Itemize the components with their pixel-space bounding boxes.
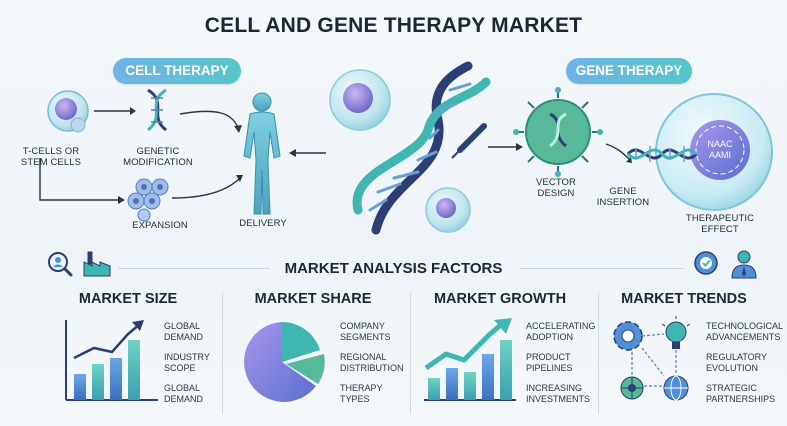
market-size-item-3: GLOBAL DEMAND — [164, 383, 204, 404]
insertion-label: GENE INSERTION — [596, 186, 650, 208]
market-share-title: MARKET SHARE — [254, 291, 372, 307]
syringe-icon — [451, 123, 487, 159]
market-share-item-3: THERAPY TYPES — [340, 383, 383, 404]
gene-therapy-flow — [513, 87, 773, 211]
factors-title: MARKET ANALYSIS FACTORS — [284, 260, 503, 277]
delivery-label: DELIVERY — [239, 218, 287, 229]
dna-icon — [146, 88, 168, 132]
page-title: CELL AND GENE THERAPY MARKET — [204, 14, 583, 37]
separator-3 — [598, 292, 599, 414]
cells-label: T-CELLS OR STEM CELLS — [20, 146, 82, 168]
separator-1 — [222, 292, 223, 414]
trends-icon-group — [613, 316, 691, 401]
pie-chart-icon — [244, 322, 325, 402]
header-right-icons — [694, 250, 757, 279]
gear-check-icon — [694, 251, 718, 275]
market-growth-title: MARKET GROWTH — [433, 291, 567, 307]
market-share-item-1: COMPANY SEGMENTS — [340, 321, 391, 342]
businessperson-icon — [731, 250, 757, 279]
virus-vector-icon — [513, 87, 603, 177]
dna-helix-icon — [626, 146, 698, 162]
gear-icon — [613, 321, 643, 351]
dna-helix-icon — [352, 61, 491, 235]
cell-therapy-flow — [39, 88, 326, 222]
cell-cluster-icon — [127, 178, 169, 222]
nucleus-text-2: AAMI — [708, 150, 731, 160]
search-person-icon — [48, 252, 73, 277]
vector-label: VECTOR DESIGN — [535, 177, 576, 199]
market-trends-item-1: TECHNOLOGICAL ADVANCEMENTS — [706, 321, 783, 342]
center-dna-illustration — [329, 61, 491, 235]
market-growth-item-1: ACCELERATING ADOPTION — [526, 321, 596, 342]
network-icon — [620, 376, 644, 400]
market-size-item-1: GLOBAL DEMAND — [164, 321, 204, 342]
modification-label: GENETIC MODIFICATION — [123, 146, 193, 168]
nucleus-text-1: NAAC — [707, 139, 733, 149]
lightbulb-icon — [661, 316, 691, 349]
market-trends-item-2: REGULATORY EVOLUTION — [706, 352, 767, 373]
market-size-title: MARKET SIZE — [78, 291, 178, 307]
market-trends-title: MARKET TRENDS — [621, 291, 747, 307]
divider-left — [118, 268, 270, 269]
factory-icon — [83, 251, 111, 277]
market-growth-item-2: PRODUCT PIPELINES — [526, 352, 573, 373]
market-trends-item-3: STRATEGIC PARTNERSHIPS — [706, 383, 776, 404]
globe-icon — [663, 375, 689, 401]
separator-2 — [410, 292, 411, 414]
cell-icon — [47, 90, 89, 133]
divider-right — [520, 268, 684, 269]
header-left-icons — [48, 251, 111, 277]
expansion-label: EXPANSION — [132, 220, 188, 231]
gene-therapy-pill: GENE THERAPY — [566, 58, 692, 84]
market-growth-item-3: INCREASING INVESTMENTS — [526, 383, 591, 404]
growth-chart-icon — [424, 318, 516, 401]
nucleus-icon — [690, 120, 750, 180]
human-body-icon — [243, 92, 281, 215]
arrow-to-vector — [488, 143, 523, 151]
effect-label: THERAPEUTIC EFFECT — [685, 213, 755, 235]
market-size-item-2: INDUSTRY SCOPE — [164, 352, 210, 373]
cell-therapy-pill: CELL THERAPY — [113, 58, 241, 84]
market-share-item-2: REGIONAL DISTRIBUTION — [340, 352, 404, 373]
bar-chart-icon — [65, 320, 158, 401]
